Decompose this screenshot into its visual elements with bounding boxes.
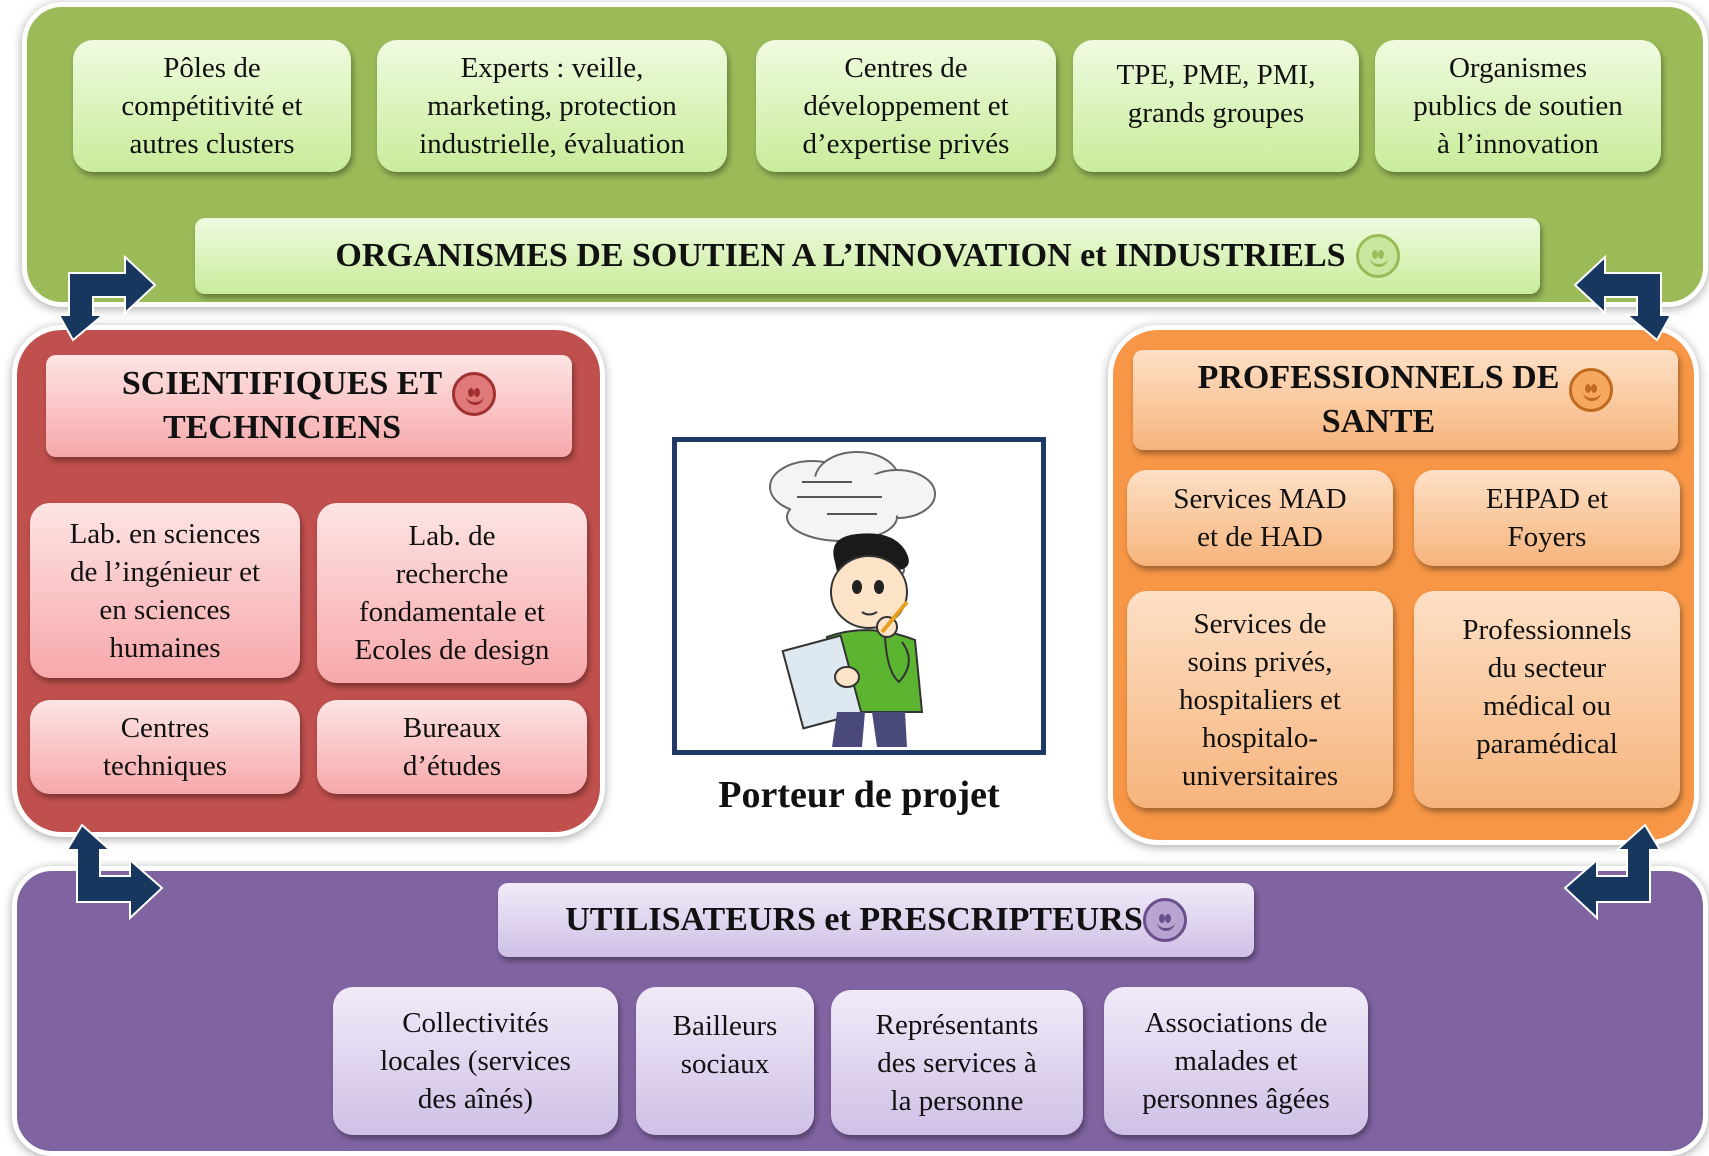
right-box-care-services: Services de soins privés, hospitaliers e… [1127, 591, 1393, 808]
top-box-centres: Centres de développement et d’expertise … [756, 40, 1056, 172]
bottom-box-social-landlords: Bailleurs sociaux [636, 987, 814, 1135]
scientists-title-text: SCIENTIFIQUES ET TECHNICIENS [121, 365, 443, 446]
smiley-icon [452, 372, 497, 416]
users-prescribers-title: UTILISATEURS et PRESCRIPTEURS [498, 883, 1254, 957]
person-thinking-illustration [769, 451, 936, 747]
users-prescribers-title-text: UTILISATEURS et PRESCRIPTEURS [565, 901, 1143, 938]
arrow-bottom-right-icon [1563, 823, 1662, 920]
health-professionals-title: PROFESSIONNELS DE SANTE [1133, 350, 1678, 450]
top-box-public-bodies: Organismes publics de soutien à l’innova… [1375, 40, 1661, 172]
smiley-icon [1355, 234, 1400, 278]
smiley-icon [1142, 898, 1187, 942]
project-holder-image [672, 437, 1046, 755]
arrow-top-right-icon [1573, 254, 1673, 342]
arrow-top-left-icon [57, 254, 157, 342]
top-box-poles: Pôles de compétitivité et autres cluster… [73, 40, 351, 172]
left-box-technical-centres: Centres techniques [30, 700, 300, 794]
bottom-box-local-authorities: Collectivités locales (services des aîné… [333, 987, 618, 1135]
health-professionals-title-text: PROFESSIONNELS DE SANTE [1197, 359, 1560, 440]
right-box-mad-had: Services MAD et de HAD [1127, 470, 1393, 566]
left-box-design-offices: Bureaux d’études [317, 700, 587, 794]
top-box-experts: Experts : veille, marketing, protection … [377, 40, 727, 172]
innovation-industry-title-text: ORGANISMES DE SOUTIEN A L’INNOVATION et … [335, 237, 1346, 274]
bottom-box-associations: Associations de malades et personnes âgé… [1104, 987, 1368, 1135]
arrow-bottom-left-icon [65, 823, 164, 920]
smiley-icon [1569, 368, 1614, 412]
innovation-industry-title: ORGANISMES DE SOUTIEN A L’INNOVATION et … [195, 218, 1540, 294]
top-box-companies: TPE, PME, PMI, grands groupes [1073, 40, 1359, 172]
left-box-research-labs: Lab. de recherche fondamentale et Ecoles… [317, 503, 587, 683]
scientists-title: SCIENTIFIQUES ET TECHNICIENS [46, 355, 572, 457]
right-box-ehpad: EHPAD et Foyers [1414, 470, 1680, 566]
right-box-medical-professionals: Professionnels du secteur médical ou par… [1414, 591, 1680, 808]
bottom-box-personal-services: Représentants des services à la personne [831, 990, 1083, 1135]
project-holder-caption: Porteur de projet [718, 774, 1000, 816]
left-box-engineering-labs: Lab. en sciences de l’ingénieur et en sc… [30, 503, 300, 678]
